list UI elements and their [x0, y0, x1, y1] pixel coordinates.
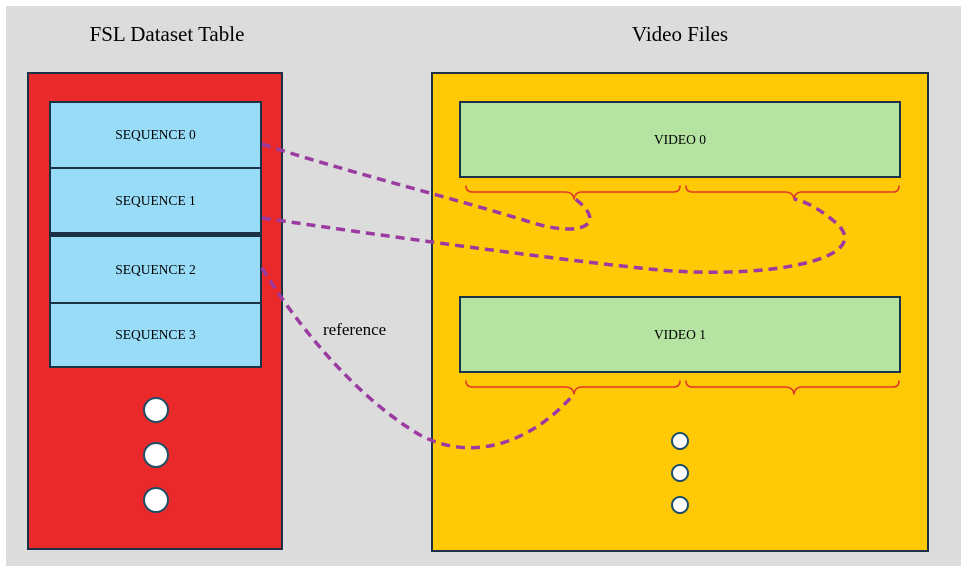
sequence-0-row: SEQUENCE 0	[49, 101, 262, 169]
video-1-box: VIDEO 1	[459, 296, 901, 373]
more-sequences-dot	[143, 442, 169, 468]
video-files-title: Video Files	[631, 22, 729, 46]
video-0-box: VIDEO 0	[459, 101, 901, 178]
sequence-1-row: SEQUENCE 1	[49, 167, 262, 234]
more-sequences-dot	[143, 487, 169, 513]
sequence-3-row: SEQUENCE 3	[49, 302, 262, 368]
sequence-2-row: SEQUENCE 2	[49, 234, 262, 304]
reference-label: reference	[323, 320, 387, 339]
more-videos-dot	[671, 464, 689, 482]
more-videos-dot	[671, 496, 689, 514]
more-sequences-dot	[143, 397, 169, 423]
fsl-dataset-table-title: FSL Dataset Table	[89, 22, 245, 46]
more-videos-dot	[671, 432, 689, 450]
